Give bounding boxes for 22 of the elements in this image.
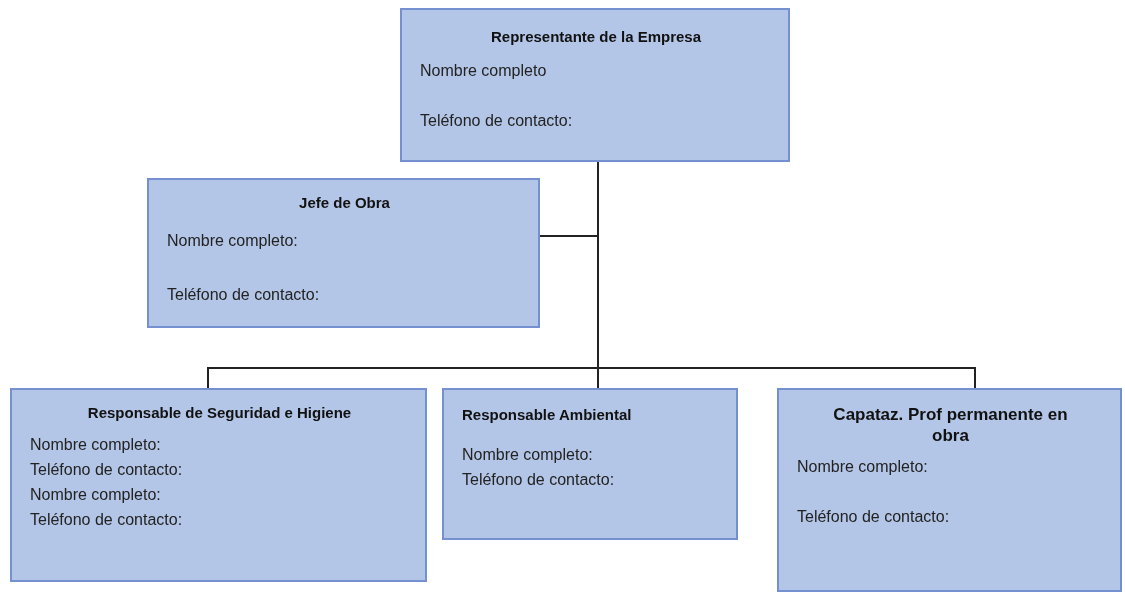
field-label: Teléfono de contacto:: [462, 469, 616, 490]
field-label: Nombre completo:: [462, 444, 594, 465]
field-label: Teléfono de contacto:: [420, 110, 574, 131]
field-label: Teléfono de contacto:: [30, 509, 184, 530]
role-title: Responsable de Seguridad e Higiene: [86, 404, 353, 423]
role-title: Responsable Ambiental: [462, 406, 633, 425]
field-label: Teléfono de contacto:: [167, 284, 321, 305]
role-box: [10, 388, 427, 582]
field-label: Nombre completo:: [30, 434, 162, 455]
role-title: Capataz. Prof permanente en obra: [832, 404, 1069, 447]
field-label: Teléfono de contacto:: [797, 506, 951, 527]
field-label: Teléfono de contacto:: [30, 459, 184, 480]
field-label: Nombre completo:: [30, 484, 162, 505]
role-box: [147, 178, 540, 328]
role-title: Representante de la Empresa: [489, 28, 703, 47]
role-box: [442, 388, 738, 540]
role-title: Jefe de Obra: [298, 194, 391, 213]
role-box: [400, 8, 790, 162]
field-label: Nombre completo: [420, 60, 548, 81]
field-label: Nombre completo:: [797, 456, 929, 477]
role-box: [777, 388, 1122, 592]
field-label: Nombre completo:: [167, 230, 299, 251]
